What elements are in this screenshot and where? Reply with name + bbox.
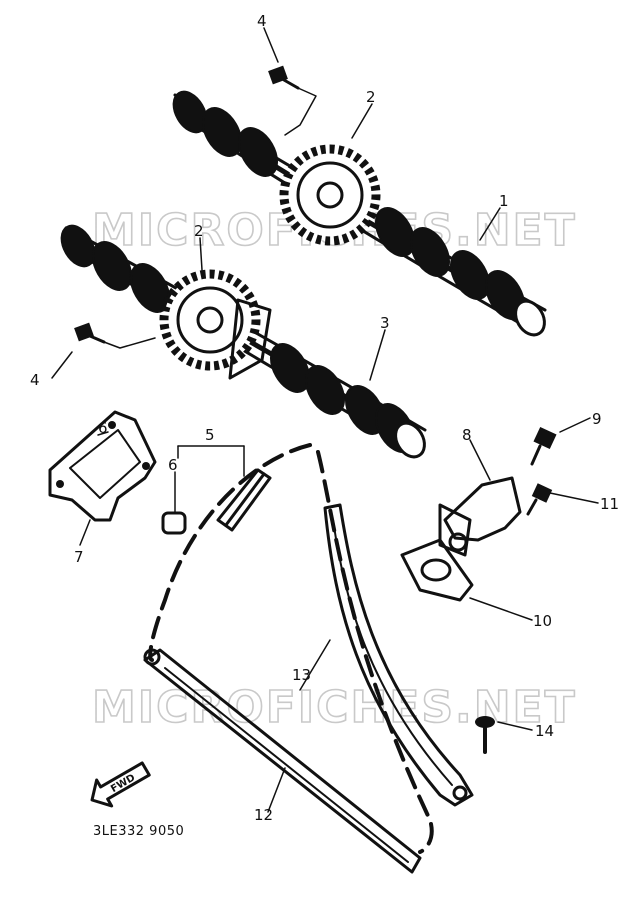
callout-13: 13 (292, 666, 311, 684)
callout-4-lower: 4 (30, 371, 40, 389)
callout-12: 12 (254, 806, 273, 824)
tensioner-gasket (400, 538, 474, 602)
callout-14: 14 (535, 722, 554, 740)
sprocket-lower (159, 269, 272, 380)
chain-tensioner (438, 476, 522, 557)
part-code: 3LE332 9050 (93, 824, 184, 839)
tensioner-bolt-11 (526, 483, 553, 516)
chain-guide-front (143, 648, 422, 874)
callout-8: 8 (462, 426, 472, 444)
guide-bolt-14 (475, 716, 495, 754)
callout-1: 1 (499, 192, 509, 210)
callout-2-lower: 2 (194, 222, 204, 240)
chain-guide-rear (323, 503, 474, 807)
callout-7: 7 (74, 548, 84, 566)
timing-chain (148, 443, 434, 854)
callout-4-upper: 4 (257, 12, 267, 30)
callout-10: 10 (533, 612, 552, 630)
bolt-upper (268, 65, 300, 90)
callout-2-upper: 2 (366, 88, 376, 106)
callout-3: 3 (380, 314, 390, 332)
callout-5: 5 (205, 426, 215, 444)
callout-6-bracket: 6 (98, 419, 108, 437)
callout-11: 11 (600, 495, 619, 513)
sprocket-upper (279, 144, 381, 246)
callout-6-left: 6 (168, 456, 178, 474)
fwd-arrow-icon: FWD (90, 761, 151, 808)
callout-9: 9 (592, 410, 602, 428)
leader-lines (51, 27, 599, 813)
bolt-lower (74, 322, 106, 344)
tensioner-bolt-9 (530, 426, 557, 466)
chain-joint-link (161, 468, 272, 535)
chain-guide-bracket (48, 410, 157, 522)
watermark-bottom: MICROFICHES.NET (92, 682, 577, 733)
